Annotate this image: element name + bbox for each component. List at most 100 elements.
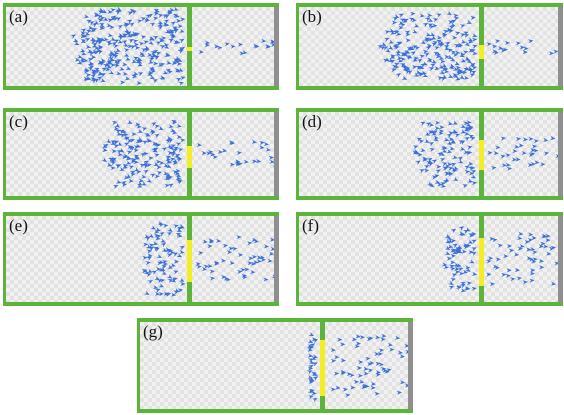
agent-marker	[492, 264, 499, 269]
agent-marker	[126, 19, 133, 24]
agent-marker	[422, 49, 429, 54]
agent-marker	[143, 164, 149, 169]
agent-marker	[526, 256, 532, 261]
agent-marker	[166, 274, 173, 279]
agent-marker	[413, 23, 420, 28]
agent-marker	[136, 57, 143, 62]
agent-marker	[161, 265, 167, 270]
exit-wall-c	[274, 112, 279, 196]
agent-marker	[136, 124, 142, 129]
agent-marker	[256, 259, 262, 264]
agent-marker	[158, 223, 164, 228]
agent-marker	[125, 160, 132, 165]
panel-b: (b)	[296, 3, 563, 90]
agent-marker	[240, 268, 246, 273]
agent-marker	[85, 73, 91, 78]
agent-marker	[335, 385, 341, 390]
agent-marker	[113, 44, 119, 49]
agent-marker	[404, 49, 411, 54]
agent-marker	[443, 177, 450, 182]
agent-marker	[553, 49, 559, 54]
agent-marker	[439, 69, 445, 75]
agent-marker	[527, 163, 533, 168]
agent-marker	[154, 275, 160, 280]
agent-marker	[465, 286, 471, 291]
agent-marker	[248, 256, 254, 261]
agent-marker	[472, 37, 478, 42]
agent-marker	[82, 58, 89, 63]
agent-marker	[374, 335, 381, 340]
agent-marker	[468, 171, 475, 176]
agent-marker	[115, 47, 121, 52]
agent-marker	[132, 32, 138, 37]
agent-marker	[429, 32, 436, 37]
agent-marker	[153, 55, 160, 60]
agent-marker	[140, 52, 146, 57]
agent-marker	[450, 50, 457, 55]
agent-marker	[158, 292, 164, 297]
agent-marker	[447, 121, 453, 126]
agent-marker	[145, 244, 152, 249]
agent-marker	[148, 59, 154, 64]
agent-marker	[80, 51, 87, 56]
agent-marker	[241, 273, 247, 278]
agent-marker	[142, 169, 149, 175]
agent-marker	[312, 339, 319, 344]
agent-marker	[500, 154, 506, 159]
agent-marker	[351, 337, 358, 342]
agent-marker	[170, 35, 177, 40]
agent-marker	[145, 14, 151, 19]
agent-marker	[449, 264, 455, 269]
agent-marker	[137, 72, 144, 77]
agent-marker	[446, 133, 452, 139]
agent-marker	[308, 332, 315, 336]
agent-marker	[98, 7, 104, 12]
agent-marker	[451, 248, 457, 253]
agent-marker	[446, 235, 452, 241]
agent-marker	[307, 388, 314, 393]
agent-marker	[175, 175, 182, 180]
agent-marker	[519, 45, 525, 50]
agent-marker	[471, 286, 477, 291]
agent-marker	[539, 265, 545, 270]
agent-marker	[468, 250, 474, 255]
agent-marker	[167, 151, 173, 156]
agent-field-e	[141, 221, 279, 297]
agent-marker	[497, 243, 503, 248]
agent-marker	[159, 62, 165, 67]
door-opening-f	[479, 238, 484, 286]
agent-marker	[79, 48, 86, 53]
agent-marker	[171, 130, 178, 135]
agent-marker	[459, 74, 465, 80]
agent-marker	[127, 138, 133, 143]
agent-marker	[421, 70, 427, 75]
agent-marker	[230, 44, 236, 49]
agent-marker	[128, 39, 134, 44]
agent-marker	[126, 156, 133, 160]
agent-marker	[441, 34, 448, 38]
agent-marker	[147, 52, 153, 57]
agent-marker	[98, 10, 104, 15]
agent-marker	[410, 51, 416, 56]
agent-marker	[177, 288, 184, 293]
agent-marker	[146, 163, 152, 168]
agent-marker	[452, 120, 458, 125]
agent-marker	[88, 52, 95, 57]
agent-marker	[307, 375, 314, 380]
agent-marker	[137, 181, 143, 186]
agent-marker	[307, 338, 314, 343]
agent-marker	[452, 73, 458, 78]
agent-marker	[152, 36, 159, 41]
agent-marker	[422, 73, 428, 77]
agent-marker	[444, 41, 451, 47]
agent-marker	[209, 276, 216, 281]
agent-marker	[492, 49, 498, 54]
agent-marker	[90, 69, 97, 74]
agent-marker	[179, 245, 185, 251]
agent-marker	[228, 246, 234, 251]
agent-marker	[101, 67, 107, 72]
agent-marker	[260, 257, 266, 262]
agent-marker	[423, 168, 430, 173]
agent-marker	[162, 70, 169, 75]
agent-marker	[148, 243, 155, 248]
